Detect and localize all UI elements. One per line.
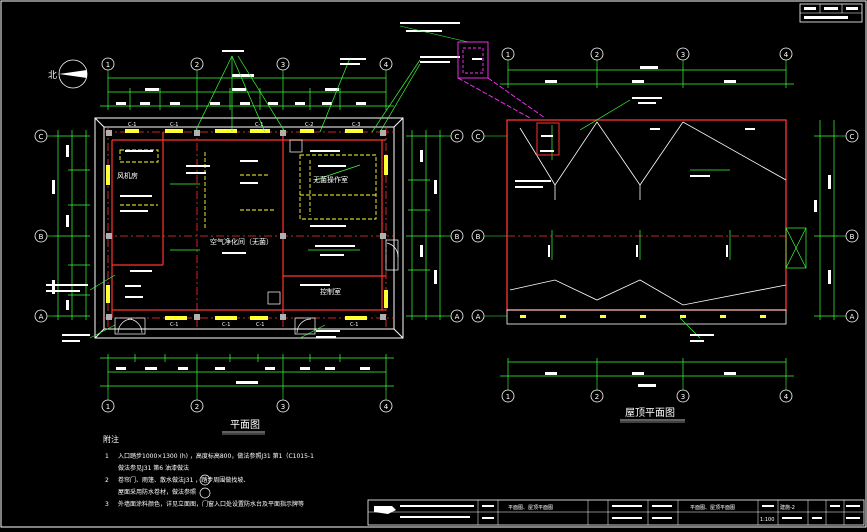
svg-text:A: A [850, 313, 855, 321]
plan-wall-labels: C-1 C-1 C-1 C-2 C-3 C-1 C-1 C-1 C-1 [128, 122, 360, 328]
svg-text:C-2: C-2 [305, 122, 313, 128]
plan-left-dimensions [54, 130, 90, 320]
drawing-name: 平面图、屋顶平面图 [508, 505, 553, 511]
svg-text:C-1: C-1 [256, 322, 264, 328]
plan-interior-walls [111, 132, 386, 318]
notes-section: 附注 1 入口踏步1000×1300 (h) ，高度标高800，做法参照J31 … [103, 434, 314, 508]
roof-plan: 1 2 3 4 1 2 3 4 C B A C B A 屋顶平面图 [399, 22, 859, 423]
roof-title: 屋顶平面图 [625, 407, 675, 419]
room-label-control: 控制室 [320, 287, 341, 296]
plan-doors [114, 139, 399, 335]
svg-text:2: 2 [195, 403, 199, 411]
svg-text:C-1: C-1 [128, 122, 136, 128]
svg-text:C-1: C-1 [170, 322, 178, 328]
svg-text:2: 2 [595, 51, 599, 59]
company-logo [374, 506, 396, 514]
svg-text:A: A [476, 313, 481, 321]
svg-text:2: 2 [595, 393, 599, 401]
north-arrow: 北 [48, 59, 88, 89]
plan-columns [106, 130, 386, 320]
roof-right-dimensions [814, 120, 838, 320]
svg-text:C-1: C-1 [170, 122, 178, 128]
roof-detail-callout [457, 41, 546, 119]
room-label-clean: 空气净化间（无菌） [210, 237, 273, 246]
svg-text:4: 4 [784, 393, 789, 401]
roof-dimension-text [545, 66, 831, 387]
svg-text:C: C [455, 133, 460, 141]
sheet-number: 建施-2 [780, 504, 795, 511]
drawing-scale: 1:100 [760, 517, 774, 523]
roof-grid-bubbles [471, 47, 859, 403]
room-label-sterile: 无菌操作室 [313, 175, 348, 184]
svg-text:3: 3 [105, 501, 109, 508]
bottom-title-block: 平面图、屋顶平面图 平面图、屋顶平面图 1:100 建施-2 [367, 499, 865, 526]
svg-text:4: 4 [784, 51, 789, 59]
svg-text:A: A [39, 313, 44, 321]
svg-text:2: 2 [105, 477, 109, 484]
svg-text:C: C [476, 133, 481, 141]
roof-slope-lines [509, 121, 787, 306]
roof-bottom-dimensions [500, 358, 794, 380]
note-1-line-2: 做法参见J31 第6 油漆做法 [118, 464, 189, 472]
plan-right-dimensions [406, 130, 444, 320]
plan-title: 平面图 [230, 419, 260, 431]
plan-grid-extension-lines [47, 70, 451, 400]
note-1-line-1: 入口踏步1000×1300 (h) ，高度标高800，做法参照J31 第1（C1… [118, 452, 314, 460]
svg-text:2: 2 [195, 61, 199, 69]
svg-text:1: 1 [506, 51, 510, 59]
plan-top-dimensions [100, 74, 394, 110]
svg-text:1: 1 [106, 403, 110, 411]
svg-text:3: 3 [681, 393, 685, 401]
svg-text:A: A [455, 313, 460, 321]
svg-text:C-3: C-3 [352, 122, 360, 128]
plan-windows [106, 129, 388, 320]
svg-text:C-1: C-1 [350, 322, 358, 328]
roof-annotations [515, 97, 755, 342]
north-label: 北 [48, 70, 57, 81]
plan-dimension-text [52, 74, 437, 384]
room-label-wind: 风机房 [117, 171, 138, 180]
svg-text:1: 1 [106, 61, 110, 69]
plan-red-axes [104, 127, 394, 329]
svg-text:C: C [850, 133, 855, 141]
svg-text:B: B [39, 233, 44, 241]
plan-leader-lines [89, 55, 421, 339]
roof-arrows [551, 99, 807, 339]
svg-text:3: 3 [281, 403, 285, 411]
svg-text:C: C [39, 133, 44, 141]
plan-outer-walls [94, 117, 404, 339]
svg-text:3: 3 [281, 61, 285, 69]
svg-text:B: B [850, 233, 855, 241]
svg-text:1: 1 [105, 453, 109, 460]
plan-bottom-dimensions [100, 354, 394, 390]
note-2-line-1: 卷帘门、雨篷、散水做法J31 ，踏步周围做找坡、 [118, 476, 249, 484]
svg-text:平面图、屋顶平面图: 平面图、屋顶平面图 [690, 505, 735, 511]
roof-gutter-marks [520, 315, 766, 318]
roof-grid-extension-lines [484, 60, 846, 390]
roof-opening [536, 122, 560, 156]
svg-text:4: 4 [384, 403, 389, 411]
roof-grid-labels: 1 2 3 4 1 2 3 4 C B A C B A [476, 51, 855, 401]
note-3-line-1: 外墙面涂料颜色，详见立面图，门窗入口处设置防水台及平面指示牌等 [118, 500, 304, 508]
plan-grid-labels: 1 2 3 4 1 2 3 4 C B A C B A [39, 61, 460, 411]
svg-text:B: B [455, 233, 460, 241]
svg-text:4: 4 [384, 61, 389, 69]
note-2-line-2: 屋面采用防水卷材，做法参照 [118, 488, 196, 496]
plan-annotations [46, 50, 460, 342]
svg-text:C-1: C-1 [222, 322, 230, 328]
notes-heading: 附注 [103, 434, 119, 444]
top-title-block [799, 3, 863, 23]
floor-plan: 北 [34, 50, 464, 435]
plan-grid-bubbles-top [34, 57, 464, 413]
roof-gutter [506, 309, 787, 325]
roof-top-dimensions [500, 66, 794, 88]
svg-text:1: 1 [506, 393, 510, 401]
svg-text:B: B [476, 233, 481, 241]
svg-text:3: 3 [681, 51, 685, 59]
svg-text:C-1: C-1 [255, 122, 263, 128]
